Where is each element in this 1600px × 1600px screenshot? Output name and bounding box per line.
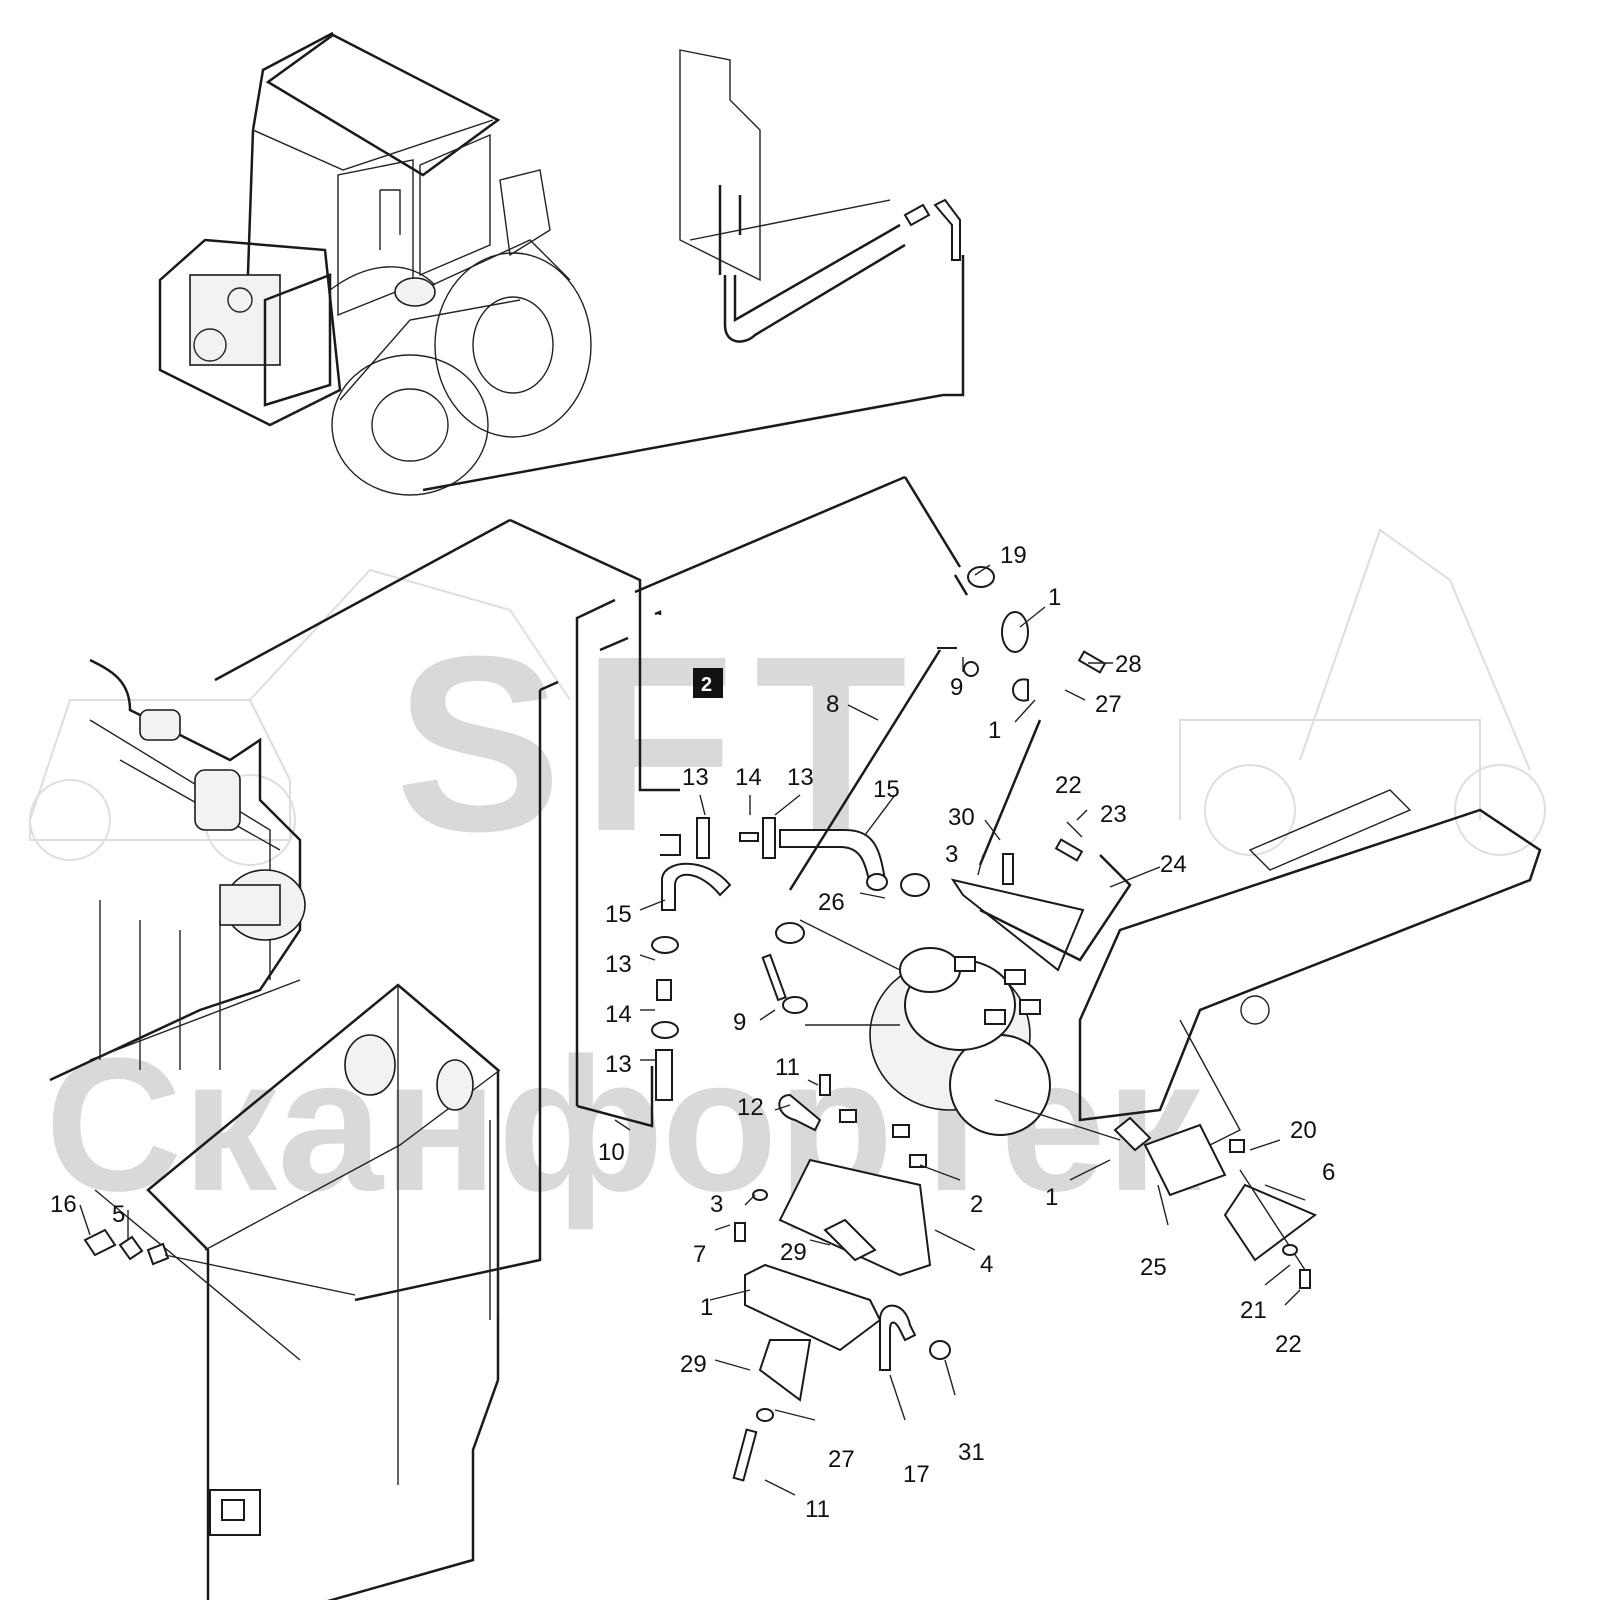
- reference-tag-number: 2: [701, 674, 712, 696]
- callout-9: 9: [733, 1009, 746, 1036]
- callout-22: 22: [1275, 1331, 1302, 1358]
- callout-15: 15: [605, 901, 632, 928]
- callout-13: 13: [605, 1051, 632, 1078]
- callout-13: 13: [682, 764, 709, 791]
- callout-10: 10: [598, 1139, 625, 1166]
- callout-22: 22: [1055, 772, 1082, 799]
- callouts: 19 1 28 9 27 8 1 13 14 13 15 30 22 23 3 …: [50, 542, 1335, 1523]
- fuel-tank: [94, 983, 501, 1600]
- callout-24: 24: [1160, 851, 1187, 878]
- callout-29: 29: [680, 1351, 707, 1378]
- callout-23: 23: [1100, 801, 1127, 828]
- callout-27: 27: [828, 1446, 855, 1473]
- callout-13: 13: [787, 764, 814, 791]
- callout-7: 7: [693, 1241, 706, 1268]
- callout-31: 31: [958, 1439, 985, 1466]
- callout-2: 2: [970, 1191, 983, 1218]
- reference-tag-box: [693, 668, 723, 698]
- callout-13: 13: [605, 951, 632, 978]
- reference-tag: 2: [693, 668, 723, 698]
- leader-lines: [79, 564, 1306, 1496]
- callout-12: 12: [737, 1094, 764, 1121]
- callout-1: 1: [1045, 1184, 1058, 1211]
- callout-11: 11: [805, 1496, 830, 1523]
- callout-5: 5: [112, 1201, 125, 1228]
- cab-panel: [422, 49, 965, 492]
- callout-29: 29: [780, 1239, 807, 1266]
- callout-1: 1: [1048, 584, 1061, 611]
- callout-14: 14: [605, 1001, 632, 1028]
- callout-21: 21: [1240, 1297, 1267, 1324]
- callout-16: 16: [50, 1191, 77, 1218]
- callout-19: 19: [1000, 542, 1027, 569]
- callout-20: 20: [1290, 1117, 1317, 1144]
- callout-15: 15: [873, 776, 900, 803]
- callout-8: 8: [826, 691, 839, 718]
- callout-1: 1: [988, 717, 1001, 744]
- callout-14: 14: [735, 764, 762, 791]
- callout-30: 30: [948, 804, 975, 831]
- fittings: [83, 566, 1107, 1296]
- callout-11: 11: [775, 1054, 800, 1081]
- callout-4: 4: [980, 1251, 993, 1278]
- tractor-overview: [158, 31, 592, 496]
- callout-9: 9: [950, 674, 963, 701]
- routing-lines: [214, 475, 962, 1302]
- callout-6: 6: [1322, 1159, 1335, 1186]
- callout-26: 26: [818, 889, 845, 916]
- watermark-tractor-outlines: [29, 528, 1546, 866]
- callout-3: 3: [710, 1191, 723, 1218]
- callout-3: 3: [945, 841, 958, 868]
- callout-1: 1: [700, 1294, 713, 1321]
- callout-27: 27: [1095, 691, 1122, 718]
- callout-28: 28: [1115, 651, 1142, 678]
- engine: [49, 658, 306, 1082]
- lower-parts: [732, 1074, 1317, 1482]
- callout-25: 25: [1140, 1254, 1167, 1281]
- callout-17: 17: [903, 1461, 930, 1488]
